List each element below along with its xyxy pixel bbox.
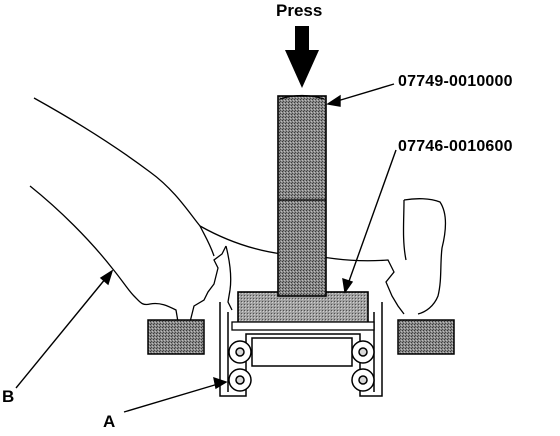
bearing-housing — [219, 302, 383, 397]
knuckle-outline — [29, 97, 447, 323]
attachment-lip — [231, 321, 375, 331]
press-label: Press — [276, 1, 323, 20]
leader-lines — [15, 83, 397, 413]
support-block-right — [397, 319, 455, 355]
callout-b-label: B — [2, 387, 15, 406]
press-arrow-icon — [285, 26, 319, 88]
tool-driver-part-number: 07749-0010000 — [398, 73, 513, 90]
callout-a-label: A — [103, 412, 116, 431]
tool-attachment-part-number: 07746-0010600 — [398, 138, 513, 155]
tool-attachment-plate — [237, 291, 369, 325]
bearing-balls — [228, 340, 375, 392]
tool-driver-shaft — [277, 94, 327, 297]
support-block-left — [147, 319, 205, 355]
